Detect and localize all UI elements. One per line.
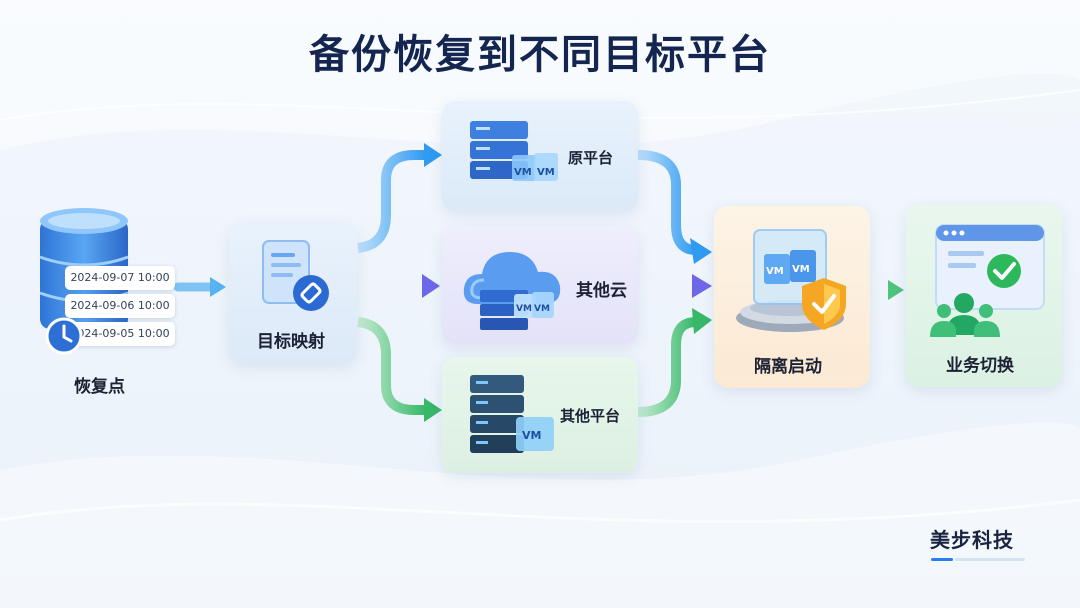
brand-accent-line xyxy=(931,558,953,561)
business-switch-label: 业务切换 xyxy=(946,356,1014,376)
other-cloud-label: 其他云 xyxy=(576,281,627,301)
arrow-mapping-to-cloud xyxy=(360,274,440,298)
arrow-restore-to-mapping xyxy=(173,277,226,297)
vm-pedestal-shield-icon: VM VM xyxy=(736,229,846,332)
clock-icon xyxy=(45,317,83,355)
cloud-server-icon: VM VM xyxy=(463,252,561,330)
vm-label-7: VM xyxy=(792,264,810,275)
vm-label-3: VM xyxy=(516,304,532,314)
other-cloud-card[interactable]: VM VM 其他云 xyxy=(442,226,638,344)
vm-label-1: VM xyxy=(514,167,532,178)
arrow-boot-to-switch xyxy=(865,280,904,300)
original-platform-label: 原平台 xyxy=(568,149,614,167)
restore-date-3[interactable]: 2024-09-05 10:00 xyxy=(65,322,175,346)
business-switch-card[interactable]: 业务切换 xyxy=(906,205,1062,387)
page-title: 备份恢复到不同目标平台 xyxy=(309,32,771,78)
brand-underline xyxy=(955,558,1025,561)
restore-point-label: 恢复点 xyxy=(74,377,125,397)
target-mapping-card[interactable]: 目标映射 xyxy=(229,223,357,363)
vm-label-2: VM xyxy=(537,167,555,178)
restore-date-1[interactable]: 2024-09-07 10:00 xyxy=(65,266,175,290)
target-mapping-label: 目标映射 xyxy=(257,332,325,352)
restore-date-2[interactable]: 2024-09-06 10:00 xyxy=(65,294,175,318)
arrow-original-to-boot xyxy=(637,150,712,264)
arrow-other-platform-to-boot xyxy=(637,308,712,417)
vm-label-5: VM xyxy=(522,429,541,442)
vm-label-4: VM xyxy=(534,304,550,314)
arrow-mapping-to-other-platform xyxy=(357,317,442,422)
isolated-boot-card[interactable]: VM VM 隔离启动 xyxy=(714,206,870,388)
other-platform-label: 其他平台 xyxy=(560,407,621,425)
isolated-boot-label: 隔离启动 xyxy=(754,357,822,377)
server-rack-vm-icon: VM xyxy=(470,375,554,453)
original-platform-card[interactable]: VM VM 原平台 xyxy=(442,101,638,211)
vm-label-6: VM xyxy=(766,266,784,277)
arrow-mapping-to-original xyxy=(357,143,442,253)
browser-users-icon xyxy=(930,224,1045,337)
server-vm-icon: VM VM xyxy=(470,121,558,181)
mapping-document-icon xyxy=(262,240,329,311)
other-platform-card[interactable]: VM 其他平台 xyxy=(442,357,638,473)
arrow-cloud-to-boot xyxy=(640,274,712,298)
brand-logo-text: 美步科技 xyxy=(930,528,1014,552)
